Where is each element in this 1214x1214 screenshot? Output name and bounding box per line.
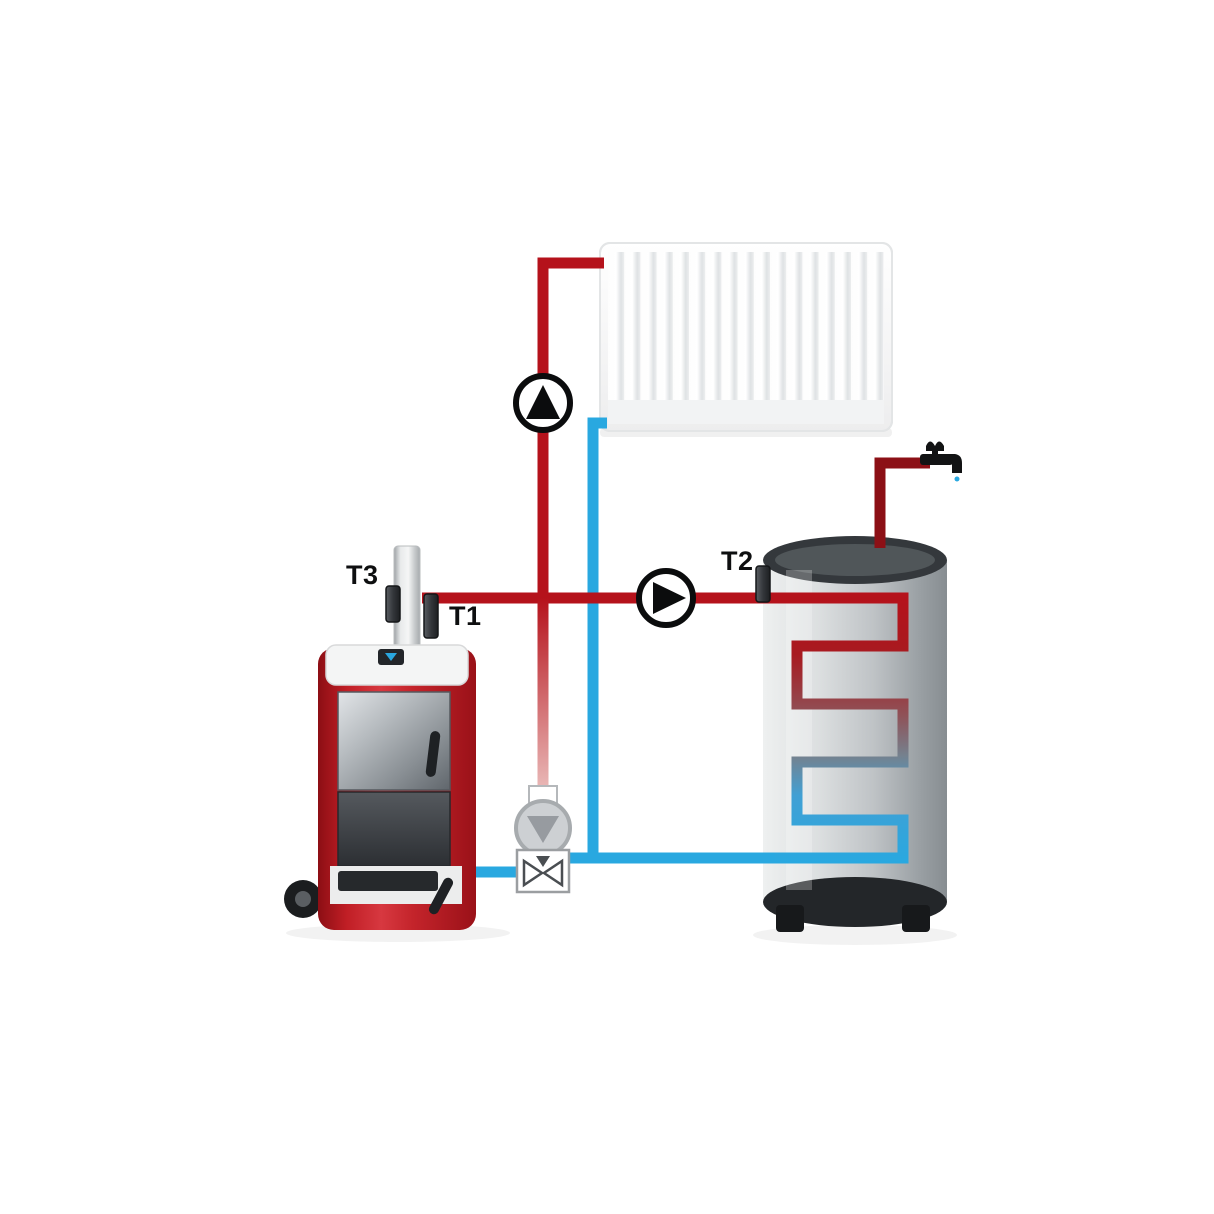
tap-spout — [948, 454, 962, 473]
radiator-supply-pipe — [537, 257, 604, 600]
tank-body — [763, 560, 947, 902]
tank-top-cap-inner — [775, 544, 935, 576]
boiler-lower-door — [337, 791, 451, 867]
pump-impeller-arrow-right — [653, 582, 686, 614]
boiler-upper-door-handle — [425, 731, 441, 777]
boiler-display-glyph — [385, 653, 397, 661]
tap-body — [920, 454, 953, 465]
boiler-return-pump-group — [514, 785, 572, 857]
solid-fuel-boiler — [284, 545, 510, 942]
hot-water-tap-icon — [920, 441, 962, 482]
circulation-pump-tank-icon — [636, 568, 696, 628]
tap-stem — [932, 448, 938, 456]
buffer-tank — [753, 536, 957, 945]
tank-bottom-cap — [763, 877, 947, 927]
tank-foot-right — [902, 905, 930, 932]
tap-drip — [954, 476, 960, 482]
pump-impeller-arrow-up — [526, 385, 560, 419]
tap-supply-pipe — [874, 457, 930, 548]
sensor-t2 — [755, 565, 771, 603]
sensor-t1 — [423, 593, 439, 639]
label-t1: T1 — [449, 601, 482, 631]
radiator-return-pipe — [587, 417, 607, 858]
radiator-bottom-rail — [608, 400, 884, 424]
label-t2: T2 — [721, 546, 754, 576]
valve-bowtie-left — [522, 858, 545, 888]
circulation-pump-radiator-icon — [513, 373, 573, 433]
boiler-wheel-hub — [295, 891, 311, 907]
boiler-lower-handle — [428, 877, 454, 915]
radiator — [599, 242, 893, 437]
label-t3: T3 — [346, 560, 379, 590]
sensor-t3 — [385, 585, 401, 623]
valve-top-port — [536, 856, 550, 867]
three-way-mixing-valve-icon — [515, 848, 571, 894]
tank-heat-exchanger-coil — [773, 592, 909, 864]
boiler-ash-opening — [338, 871, 438, 891]
gray-pump-arrow-down — [527, 816, 559, 843]
tap-handle — [926, 441, 944, 451]
tank-highlight — [786, 570, 812, 890]
tank-foot-left — [776, 905, 804, 932]
radiator-fins — [608, 252, 884, 400]
valve-bowtie-right — [541, 858, 564, 888]
radiator-outline — [599, 242, 893, 432]
